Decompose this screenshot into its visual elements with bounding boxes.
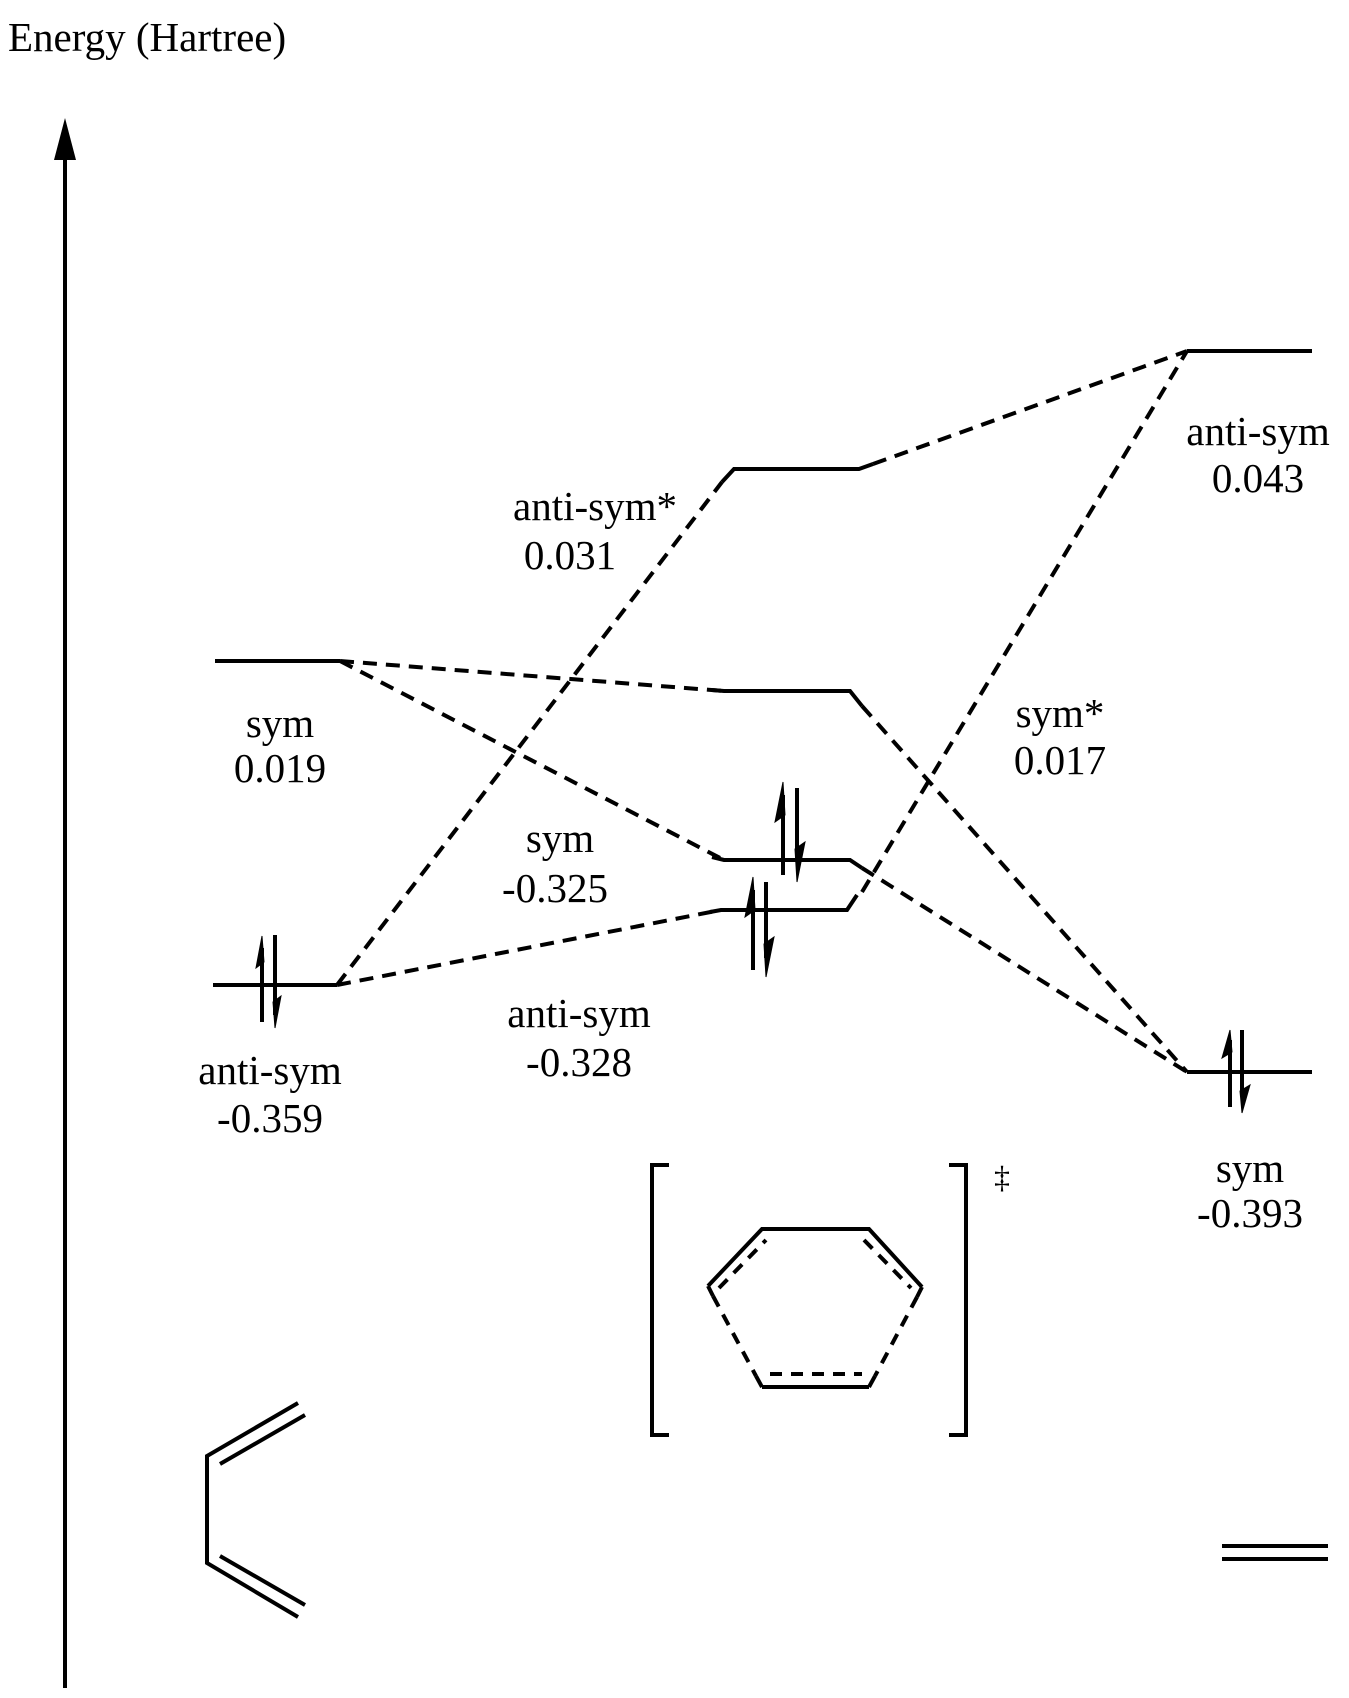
correlation-line	[860, 349, 1189, 894]
label-left-sym-name: sym	[245, 700, 315, 746]
electron-pair-icon	[744, 876, 775, 978]
ethylene-structure-icon	[1222, 1544, 1328, 1561]
transition-state-structure-icon	[650, 1163, 968, 1437]
label-ts-anti-sym-name: anti-sym	[507, 990, 651, 1036]
label-ts-anti-sym-energy: -0.328	[526, 1039, 632, 1085]
label-left-anti-sym-name: anti-sym	[198, 1047, 342, 1093]
energy-axis-title: Energy (Hartree)	[8, 14, 287, 60]
electron-pair-icon	[774, 781, 806, 883]
label-right-sym-name: sym	[1215, 1145, 1285, 1191]
label-right-anti-sym-name: anti-sym	[1186, 408, 1330, 454]
butadiene-structure-icon	[205, 1401, 306, 1619]
correlation-line	[335, 480, 724, 987]
label-left-sym-energy: 0.019	[233, 745, 327, 791]
energy-levels	[213, 349, 1312, 1074]
level-ts-anti-sym-star	[720, 462, 874, 484]
correlation-line	[860, 866, 1189, 1074]
correlation-lines	[335, 349, 1189, 1074]
label-ts-sym-energy: -0.325	[502, 865, 608, 911]
level-ts-anti-sym	[709, 893, 859, 914]
correlation-line	[860, 704, 1189, 1074]
label-left-anti-sym-energy: -0.359	[217, 1095, 323, 1141]
label-ts-sym-star-name: sym*	[1015, 690, 1105, 736]
label-right-sym-energy: -0.393	[1197, 1190, 1303, 1236]
label-ts-sym-name: sym	[525, 815, 595, 861]
double-dagger-icon: ‡	[994, 1159, 1010, 1195]
correlation-line	[336, 908, 722, 987]
electron-pair-icon	[1221, 1029, 1251, 1114]
label-ts-anti-sym-star-name: anti-sym*	[513, 483, 677, 529]
label-right-anti-sym-energy: 0.043	[1211, 455, 1305, 501]
level-ts-sym	[711, 855, 864, 870]
correlation-line	[339, 659, 725, 693]
energy-axis	[54, 118, 76, 1688]
electron-pair-icon	[255, 935, 282, 1029]
correlation-line	[872, 349, 1188, 466]
energy-axis-arrowhead-icon	[54, 118, 76, 160]
label-ts-anti-sym-star-energy: 0.031	[523, 532, 617, 578]
correlation-line	[339, 659, 725, 862]
label-ts-sym-star-energy: 0.017	[1013, 737, 1107, 783]
level-ts-sym-star	[711, 688, 864, 708]
electron-pairs	[255, 781, 1251, 1114]
